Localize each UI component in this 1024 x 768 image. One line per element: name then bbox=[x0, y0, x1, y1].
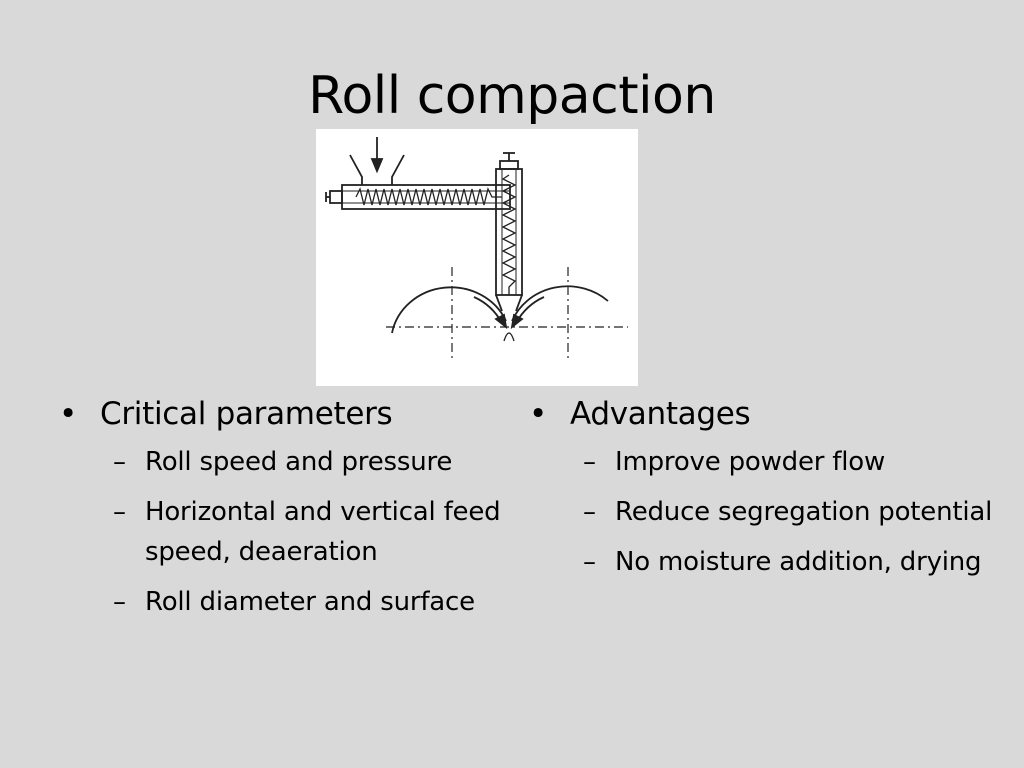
advantages-column: • Advantages – Improve powder flow – Red… bbox=[528, 392, 998, 592]
bullet-advantages: • Advantages bbox=[528, 392, 998, 436]
dash: – bbox=[583, 447, 596, 477]
slide-title: Roll compaction bbox=[308, 66, 716, 126]
list-item-text: Reduce segregation potential bbox=[615, 497, 993, 527]
list-item-text: No moisture addition, drying bbox=[615, 547, 982, 577]
bullet-dot: • bbox=[59, 396, 77, 432]
dash: – bbox=[583, 497, 596, 527]
bullet-dot: • bbox=[529, 396, 547, 432]
list-item-text: Horizontal and vertical feed speed, deae… bbox=[145, 497, 501, 567]
list-item-text: Roll diameter and surface bbox=[145, 587, 475, 617]
list-item: – Roll diameter and surface bbox=[113, 582, 528, 622]
list-item: – Roll speed and pressure bbox=[113, 442, 528, 482]
critical-parameters-column: • Critical parameters – Roll speed and p… bbox=[58, 392, 528, 632]
bullet-critical-parameters: • Critical parameters bbox=[58, 392, 528, 436]
list-item: – Horizontal and vertical feed speed, de… bbox=[113, 492, 528, 572]
list-item: – Improve powder flow bbox=[583, 442, 998, 482]
list-item-text: Improve powder flow bbox=[615, 447, 886, 477]
dash: – bbox=[113, 447, 126, 477]
dash: – bbox=[113, 497, 126, 527]
bullet-heading: Advantages bbox=[570, 396, 751, 432]
dash: – bbox=[113, 587, 126, 617]
list-item: – No moisture addition, drying bbox=[583, 542, 998, 582]
list-item-text: Roll speed and pressure bbox=[145, 447, 453, 477]
roll-compactor-diagram bbox=[316, 129, 638, 386]
sub-list: – Roll speed and pressure – Horizontal a… bbox=[58, 442, 528, 622]
dash: – bbox=[583, 547, 596, 577]
sub-list: – Improve powder flow – Reduce segregati… bbox=[528, 442, 998, 582]
bullet-heading: Critical parameters bbox=[100, 396, 393, 432]
list-item: – Reduce segregation potential bbox=[583, 492, 998, 532]
